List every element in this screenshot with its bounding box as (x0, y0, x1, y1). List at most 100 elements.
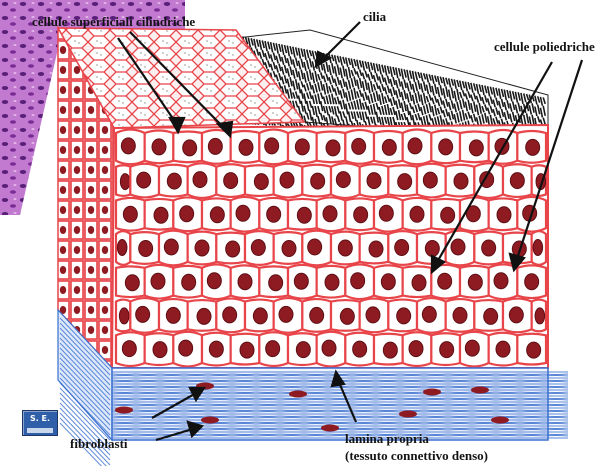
cell-nucleus (254, 174, 268, 190)
cell-nucleus (325, 274, 339, 290)
cell-nucleus (453, 307, 467, 323)
fibroblast-nucleus (471, 387, 489, 394)
cell-nucleus (423, 172, 437, 188)
cell-nucleus (379, 205, 393, 221)
cell-nucleus (412, 275, 426, 291)
cell-nucleus (440, 342, 454, 358)
cell-nucleus (297, 207, 311, 223)
cell-nucleus (482, 240, 496, 256)
cell-nucleus (153, 342, 167, 358)
cell-nucleus (122, 341, 136, 357)
cell-nucleus (367, 173, 381, 189)
cell-nucleus (439, 139, 453, 155)
cell-nucleus (279, 306, 293, 322)
front-epithelium (112, 125, 548, 368)
cell-nucleus (351, 273, 365, 289)
cell-nucleus (468, 274, 482, 290)
fibroblast-nucleus (399, 411, 417, 418)
cell-nucleus (469, 140, 483, 156)
cell-nucleus (395, 240, 409, 256)
cell-nucleus (195, 240, 209, 256)
cell-nucleus (151, 273, 165, 289)
cell-nucleus (119, 308, 129, 324)
cell-nucleus (164, 239, 178, 255)
cell-nucleus (223, 307, 237, 323)
logo-icon: S. E. (22, 410, 58, 436)
cell-nucleus (193, 172, 207, 188)
cell-nucleus (197, 308, 211, 324)
cell-nucleus (311, 173, 325, 189)
cell-nucleus (484, 308, 498, 324)
cell-nucleus (266, 341, 280, 357)
cell-nucleus (308, 239, 322, 255)
cell-nucleus (338, 240, 352, 256)
cell-nucleus (267, 206, 281, 222)
cell-nucleus (496, 341, 510, 357)
cell-nucleus (139, 241, 153, 257)
label-polyhedral-cells: cellule poliedriche (494, 39, 595, 54)
cell-nucleus (509, 307, 523, 323)
cell-nucleus (409, 341, 423, 357)
cell-nucleus (527, 342, 541, 358)
logo-text: S. E. (23, 414, 57, 423)
cell-nucleus (397, 308, 411, 324)
cell-nucleus (253, 308, 267, 324)
cell-nucleus (120, 174, 130, 190)
label-surface-cells: cellule superficiali cilindriche (32, 14, 195, 29)
cell-nucleus (180, 206, 194, 222)
cell-nucleus (154, 207, 168, 223)
label-lamina-propria: lamina propria (345, 431, 429, 446)
cell-nucleus (251, 240, 265, 256)
label-lamina-note: (tessuto connettivo denso) (345, 448, 488, 463)
cell-nucleus (117, 240, 127, 256)
cell-nucleus (422, 306, 436, 322)
cell-nucleus (369, 241, 383, 257)
cell-nucleus (381, 274, 395, 290)
cell-nucleus (510, 173, 524, 189)
cell-nucleus (382, 139, 396, 155)
cell-nucleus (494, 273, 508, 289)
cell-nucleus (183, 140, 197, 156)
label-fibroblasts: fibroblasti (70, 436, 128, 451)
label-cilia: cilia (363, 9, 386, 24)
cell-nucleus (497, 207, 511, 223)
cell-nucleus (179, 340, 193, 356)
cell-nucleus (354, 207, 368, 223)
cell-nucleus (224, 173, 238, 189)
cell-nucleus (137, 172, 151, 188)
cell-nucleus (296, 342, 310, 358)
cell-nucleus (152, 139, 166, 155)
cell-nucleus (209, 341, 223, 357)
cell-nucleus (438, 273, 452, 289)
fibroblast-nucleus (423, 389, 441, 396)
cell-nucleus (236, 205, 250, 221)
cell-nucleus (265, 138, 279, 154)
cell-nucleus (121, 138, 135, 154)
cell-nucleus (353, 341, 367, 357)
cell-nucleus (340, 308, 354, 324)
cell-nucleus (398, 174, 412, 190)
cell-nucleus (322, 340, 336, 356)
cell-nucleus (136, 306, 150, 322)
cell-nucleus (238, 274, 252, 290)
cell-nucleus (408, 138, 422, 154)
cell-nucleus (295, 139, 309, 155)
fibroblast-nucleus (491, 417, 509, 424)
fibroblast-nucleus (321, 425, 339, 432)
cell-nucleus (525, 274, 539, 290)
cell-nucleus (336, 172, 350, 188)
cell-nucleus (352, 138, 366, 154)
cell-nucleus (239, 139, 253, 155)
cell-nucleus (207, 273, 221, 289)
cell-nucleus (240, 342, 254, 358)
fibroblast-nucleus (115, 407, 133, 414)
cell-nucleus (210, 207, 224, 223)
cell-nucleus (533, 240, 543, 256)
cell-nucleus (366, 307, 380, 323)
fibroblast-nucleus (289, 391, 307, 398)
cell-nucleus (282, 241, 296, 257)
cell-nucleus (166, 307, 180, 323)
cell-nucleus (182, 274, 196, 290)
cell-nucleus (125, 275, 139, 291)
